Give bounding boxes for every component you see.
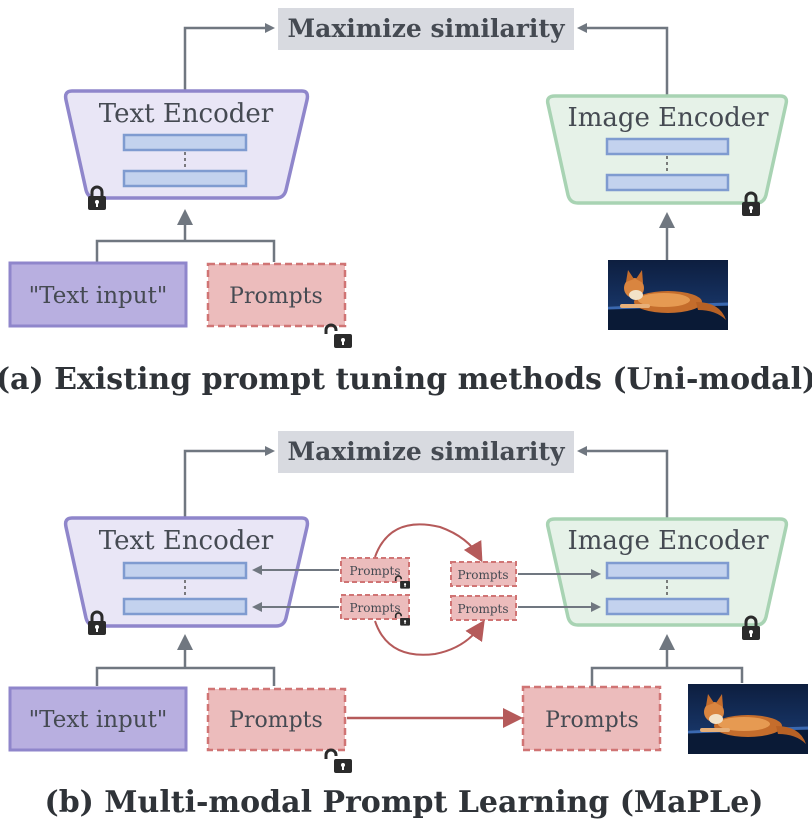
text-encoder-label-b: Text Encoder [99, 526, 274, 556]
text-prompts-label-b: Prompts [229, 708, 323, 733]
unlock-icon [324, 323, 354, 350]
text-layer-2-b [122, 597, 248, 616]
layer-prompt-text-2: Prompts [340, 594, 410, 620]
caption-b: (b) Multi-modal Prompt Learning (MaPLe) [45, 785, 764, 820]
layer-prompt-image-2: Prompts [450, 595, 517, 621]
image-prompts-box-b: Prompts [521, 685, 662, 752]
cat-photo [606, 258, 730, 332]
text-encoder-label-a: Text Encoder [99, 99, 274, 129]
prompts-label-a: Prompts [229, 284, 323, 309]
text-input-box-a: "Text input" [8, 261, 188, 328]
svg-text:Prompts: Prompts [349, 601, 400, 615]
text-encoder-a: Text Encoder [63, 89, 310, 200]
arrow-text-to-objective-b [183, 446, 275, 520]
text-encoder-b: Text Encoder [63, 516, 310, 628]
image-layer-1-b [605, 561, 730, 580]
image-layer-2-a [605, 173, 730, 192]
svg-text:Prompts: Prompts [457, 568, 508, 582]
panel-a: Maximize similarity Text Encoder Image E… [0, 8, 812, 397]
text-input-label-b: "Text input" [29, 707, 168, 733]
arrow-text-to-objective-a [183, 23, 275, 92]
objective-box-b: Maximize similarity [278, 431, 574, 473]
image-encoder-b: Image Encoder [545, 517, 789, 627]
text-layer-1-b [122, 561, 248, 580]
text-layer-2-a [122, 169, 248, 188]
image-layer-2-b [605, 597, 730, 616]
arrow-image-to-objective-b [577, 446, 669, 523]
layer-prompt-text-1: Prompts [340, 557, 410, 583]
arrow-image-to-objective-a [577, 23, 669, 98]
layer-prompt-image-1: Prompts [450, 561, 517, 587]
image-encoder-a: Image Encoder [545, 94, 789, 205]
svg-text:Prompts: Prompts [457, 602, 508, 616]
prompts-box-a: Prompts [206, 262, 347, 328]
text-layer-1-a [122, 133, 248, 152]
coupling-arrow-2 [374, 619, 485, 656]
image-layer-1-a [605, 137, 730, 156]
caption-a: (a) Existing prompt tuning methods (Uni-… [0, 362, 812, 397]
objective-label-b: Maximize similarity [288, 437, 566, 466]
text-prompts-box-b: Prompts [206, 687, 347, 752]
objective-label-a: Maximize similarity [288, 14, 566, 43]
panel-b: Maximize similarity Text Encoder Image E… [8, 431, 810, 820]
text-input-label-a: "Text input" [29, 283, 168, 309]
text-input-box-b: "Text input" [8, 686, 188, 752]
image-encoder-label-a: Image Encoder [567, 103, 769, 133]
image-encoder-label-b: Image Encoder [567, 526, 769, 556]
objective-box-a: Maximize similarity [278, 8, 574, 50]
cat-photo [686, 682, 810, 756]
svg-text:Prompts: Prompts [349, 564, 400, 578]
coupling-arrow-1 [374, 523, 483, 563]
unlock-icon [324, 748, 354, 775]
image-prompts-label-b: Prompts [545, 708, 639, 733]
